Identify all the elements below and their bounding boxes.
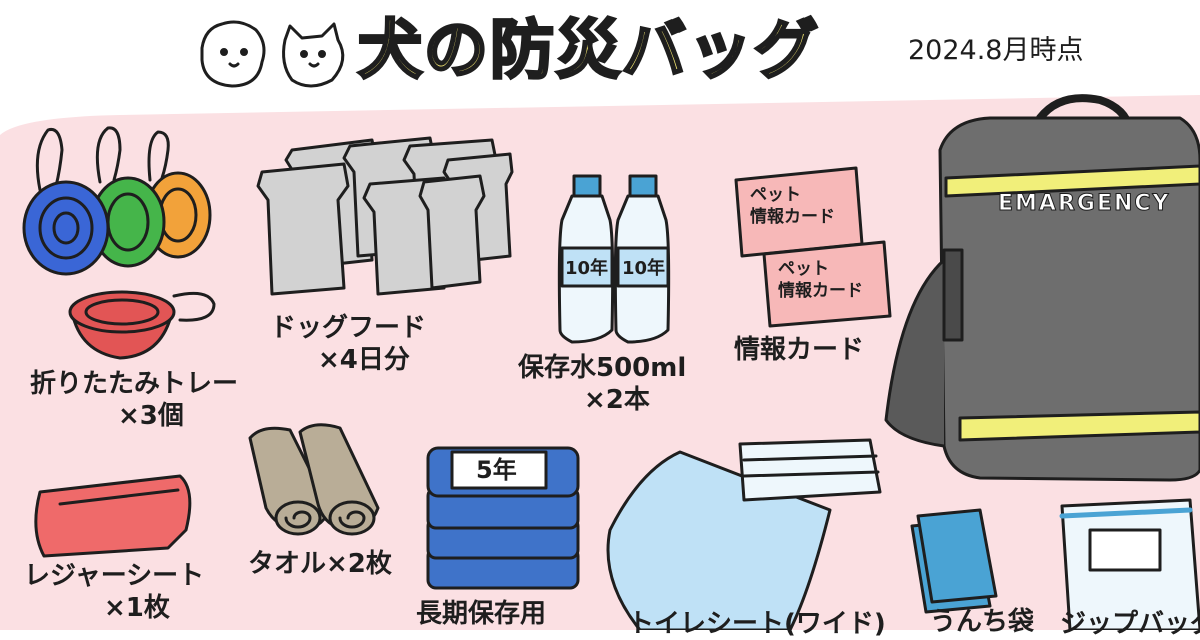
bottle-label-1: 10年 — [565, 258, 609, 279]
toilet-sheets-icon — [606, 438, 882, 630]
storage-box-label: 5年 — [476, 456, 517, 484]
label-poop-bags: うんち袋 — [930, 607, 1035, 637]
towels-icon — [248, 423, 380, 536]
info-cards-icon — [734, 166, 892, 328]
label-dog-food: ドッグフード ×4日分 — [270, 313, 427, 375]
backpack-label: EMARGENCY — [997, 191, 1171, 217]
label-storage: 長期保存用 — [416, 599, 547, 629]
label-folding-tray: 折りたたみトレー ×3個 — [30, 369, 239, 431]
emergency-backpack-icon — [884, 94, 1200, 482]
leisure-sheet-icon — [34, 474, 192, 558]
folding-bowls-icon — [22, 126, 216, 360]
date-note: 2024.8月時点 — [908, 35, 1084, 66]
dog-food-bags-icon — [256, 136, 514, 296]
label-towel: タオル×2枚 — [248, 549, 392, 579]
storage-boxes-icon — [426, 446, 580, 590]
zip-bag-icon — [1059, 498, 1200, 630]
info-card-text-2: ペット情報カード — [778, 259, 863, 301]
water-bottles-icon — [557, 174, 671, 344]
label-leisure-sheet: レジャーシート ×1枚 — [24, 561, 205, 623]
bottle-label-2: 10年 — [622, 258, 666, 279]
label-water: 保存水500ml ×2本 — [518, 353, 687, 415]
page-title: 犬の防災バッグ — [357, 13, 820, 90]
poop-bags-icon — [910, 508, 998, 614]
dog-doodle-icon — [200, 20, 345, 88]
info-card-text-1: ペット情報カード — [750, 185, 835, 227]
label-info-card: 情報カード — [734, 335, 865, 365]
label-zip-bag: ジップバッグ — [1060, 609, 1200, 639]
label-toilet-sheet: トイレシート(ワイド) — [628, 609, 886, 639]
